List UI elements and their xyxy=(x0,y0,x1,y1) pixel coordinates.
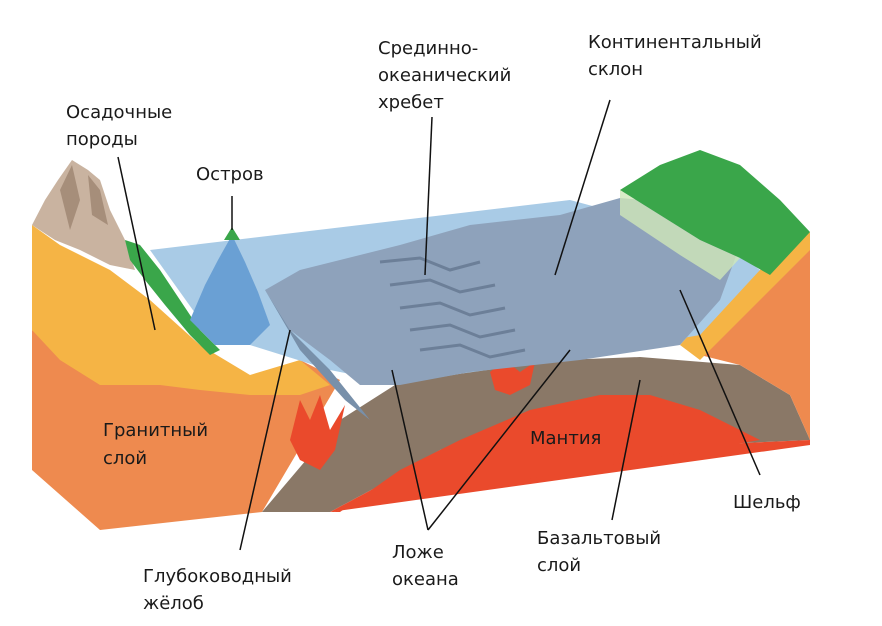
trench-shadow xyxy=(265,290,370,420)
mountain-range xyxy=(32,160,135,270)
pointer-shelf xyxy=(679,289,761,476)
label-sediment-line1: Осадочные xyxy=(66,102,172,123)
crust-front-face xyxy=(32,225,340,530)
label-ridge-line2: океанический xyxy=(378,65,511,86)
island-top xyxy=(224,227,240,240)
label-trench-line1: Глубоководный xyxy=(143,566,292,587)
ridge-texture xyxy=(379,256,526,359)
island-seamount xyxy=(190,235,270,345)
label-granite-line2: слой xyxy=(103,448,147,469)
label-slope-line2: склон xyxy=(588,59,643,80)
pointer-sediment xyxy=(117,156,156,331)
label-sediment-line2: породы xyxy=(66,129,138,150)
label-mantle: Мантия xyxy=(530,428,601,449)
pointer-ridge xyxy=(424,116,433,276)
crust-right-face xyxy=(700,238,810,440)
right-continent xyxy=(620,150,810,275)
pointer-slope xyxy=(554,99,611,276)
label-granite-line1: Гранитный xyxy=(103,420,208,441)
pointer-basalt xyxy=(611,379,641,521)
ocean-floor xyxy=(265,198,740,385)
mantle-body xyxy=(330,395,760,512)
label-basalt-line2: слой xyxy=(537,555,581,576)
label-ridge-line3: хребет xyxy=(378,92,444,113)
granite-top-band xyxy=(32,225,330,395)
label-floor-line1: Ложе xyxy=(392,542,444,563)
magma-plume-ridge xyxy=(490,360,535,395)
label-floor-line2: океана xyxy=(392,569,459,590)
shelf-gradient xyxy=(620,190,740,280)
magma-plume-left xyxy=(290,395,345,470)
mountain-shading xyxy=(60,165,108,230)
label-shelf: Шельф xyxy=(733,492,801,513)
label-island: Остров xyxy=(196,164,264,185)
pointer-floor-right xyxy=(427,349,571,531)
label-slope-line1: Континентальный xyxy=(588,32,762,53)
label-trench-line2: жёлоб xyxy=(143,593,204,614)
pointer-floor-left xyxy=(391,369,429,531)
label-basalt-line1: Базальтовый xyxy=(537,528,661,549)
pointer-trench xyxy=(239,329,291,551)
label-ridge-line1: Срединно- xyxy=(378,38,478,59)
